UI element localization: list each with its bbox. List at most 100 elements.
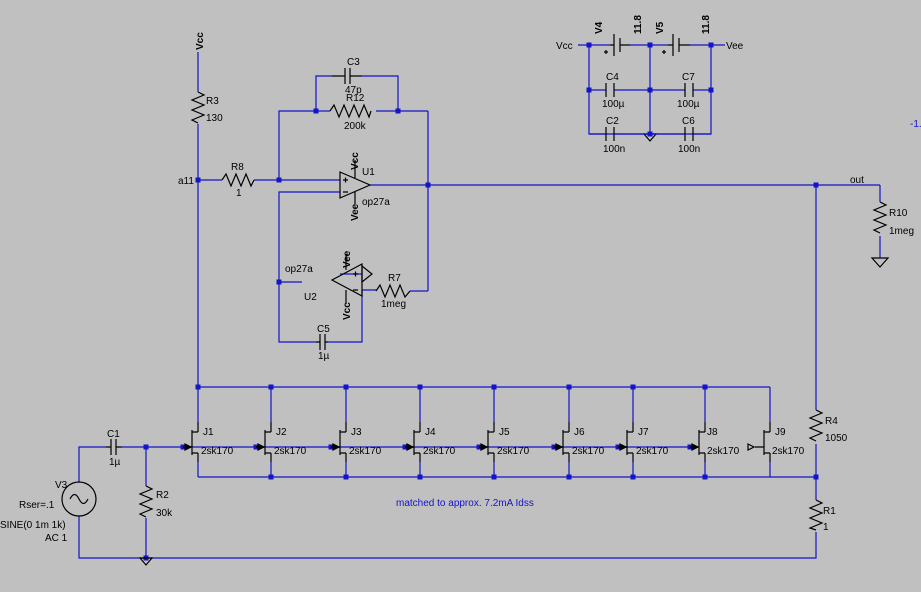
v3-sine-source[interactable] xyxy=(61,481,97,517)
r7-value: 1meg xyxy=(381,299,406,310)
v4-value: 11.8 xyxy=(633,15,644,34)
u2-vee-label: Vee xyxy=(342,250,353,268)
c7-value: 100µ xyxy=(677,99,700,110)
r2-value: 30k xyxy=(156,508,173,519)
jfet-name: J1 xyxy=(203,427,214,438)
r3-name: R3 xyxy=(206,96,219,107)
u2-vcc-label: Vcc xyxy=(342,302,353,320)
v3-rser: Rser=.1 xyxy=(19,500,55,511)
j2-jfet[interactable] xyxy=(256,422,272,462)
jfet-model: 2sk170 xyxy=(423,446,456,457)
supply-vee-label: Vee xyxy=(726,41,744,52)
r8-value: 1 xyxy=(236,188,242,199)
v3-sine: SINE(0 1m 1k) xyxy=(0,520,66,531)
jfet-model: 2sk170 xyxy=(497,446,530,457)
v5-name: V5 xyxy=(655,21,666,34)
v5-battery[interactable] xyxy=(662,34,690,56)
r4-resistor[interactable] xyxy=(808,409,824,442)
j4-jfet[interactable] xyxy=(405,422,421,462)
jfet-name: J7 xyxy=(638,427,649,438)
jfet-model: 2sk170 xyxy=(572,446,605,457)
a11-label: a11 xyxy=(178,176,194,187)
v3-name: V3 xyxy=(55,480,68,491)
c5-value: 1µ xyxy=(318,351,330,362)
r4-value: 1050 xyxy=(825,433,848,444)
c2-value: 100n xyxy=(603,144,625,155)
v3-ac: AC 1 xyxy=(45,533,68,544)
c1-value: 1µ xyxy=(109,457,121,468)
c1-name: C1 xyxy=(107,429,120,440)
jfet-model: 2sk170 xyxy=(636,446,669,457)
jfet-name: J6 xyxy=(574,427,585,438)
c6-capacitor[interactable] xyxy=(684,127,694,141)
edge-text: -1. xyxy=(910,119,921,130)
r1-resistor[interactable] xyxy=(808,499,824,531)
r1-name: R1 xyxy=(823,506,836,517)
c5-capacitor[interactable] xyxy=(316,334,328,350)
jfet-name: J2 xyxy=(276,427,287,438)
c5-name: C5 xyxy=(317,324,330,335)
r10-name: R10 xyxy=(889,208,908,219)
design-note: matched to approx. 7.2mA Idss xyxy=(396,498,534,509)
u1-name: U1 xyxy=(362,167,375,178)
c7-name: C7 xyxy=(682,72,695,83)
supply-vcc-label: Vcc xyxy=(556,41,573,52)
c1-capacitor[interactable] xyxy=(106,439,122,455)
r10-resistor[interactable] xyxy=(872,201,888,234)
r8-resistor[interactable] xyxy=(221,172,255,188)
u2-name: U2 xyxy=(304,292,317,303)
c3-capacitor[interactable] xyxy=(332,68,362,84)
j3-jfet[interactable] xyxy=(331,422,347,462)
j1-jfet[interactable] xyxy=(183,422,199,462)
r12-resistor[interactable] xyxy=(329,103,372,119)
c2-name: C2 xyxy=(606,116,619,127)
r7-resistor[interactable] xyxy=(375,283,411,299)
jfet-symbols xyxy=(183,422,771,462)
jfet-name: J5 xyxy=(499,427,510,438)
v5-value: 11.8 xyxy=(701,15,712,34)
c4-name: C4 xyxy=(606,72,619,83)
v4-battery[interactable] xyxy=(604,34,630,56)
jfet-model: 2sk170 xyxy=(274,446,307,457)
u1-opamp[interactable] xyxy=(339,160,372,204)
vcc-top-label: Vcc xyxy=(195,32,206,50)
jfet-model: 2sk170 xyxy=(707,446,740,457)
wires xyxy=(78,52,881,559)
c3-name: C3 xyxy=(347,57,360,68)
jfet-model: 2sk170 xyxy=(349,446,382,457)
r3-value: 130 xyxy=(206,113,223,124)
v4-name: V4 xyxy=(594,21,605,34)
c2-capacitor[interactable] xyxy=(605,127,615,141)
c4-capacitor[interactable] xyxy=(605,83,615,97)
r7-name: R7 xyxy=(388,273,401,284)
r1-value: 1 xyxy=(823,522,829,533)
r10-value: 1meg xyxy=(889,226,914,237)
jfet-model: 2sk170 xyxy=(201,446,234,457)
ground-r2 xyxy=(138,557,154,566)
jfet-name: J3 xyxy=(351,427,362,438)
r4-name: R4 xyxy=(825,416,838,427)
supply-block xyxy=(578,34,725,141)
j7-jfet[interactable] xyxy=(618,422,634,462)
jfet-name: J9 xyxy=(775,427,786,438)
r2-resistor[interactable] xyxy=(138,485,154,518)
r12-value: 200k xyxy=(344,121,367,132)
c7-capacitor[interactable] xyxy=(684,83,694,97)
j5-jfet[interactable] xyxy=(479,422,495,462)
u2-ground-symbol xyxy=(361,264,373,284)
jfet-name: J4 xyxy=(425,427,436,438)
jfet-model: 2sk170 xyxy=(772,446,805,457)
ground-r10 xyxy=(870,257,890,268)
labels: Vcc R3 130 C3 47p R12 200k a11 R8 1 U1 o… xyxy=(0,15,921,544)
j6-jfet[interactable] xyxy=(554,422,570,462)
r3-resistor[interactable] xyxy=(190,91,206,124)
u1-vee-label: Vee xyxy=(350,203,361,221)
j9-jfet[interactable] xyxy=(747,422,771,462)
c4-value: 100µ xyxy=(602,99,625,110)
r8-name: R8 xyxy=(231,162,244,173)
u1-model: op27a xyxy=(362,197,390,208)
r2-name: R2 xyxy=(156,490,169,501)
j8-jfet[interactable] xyxy=(690,422,706,462)
c3-value: 47p xyxy=(345,85,362,96)
